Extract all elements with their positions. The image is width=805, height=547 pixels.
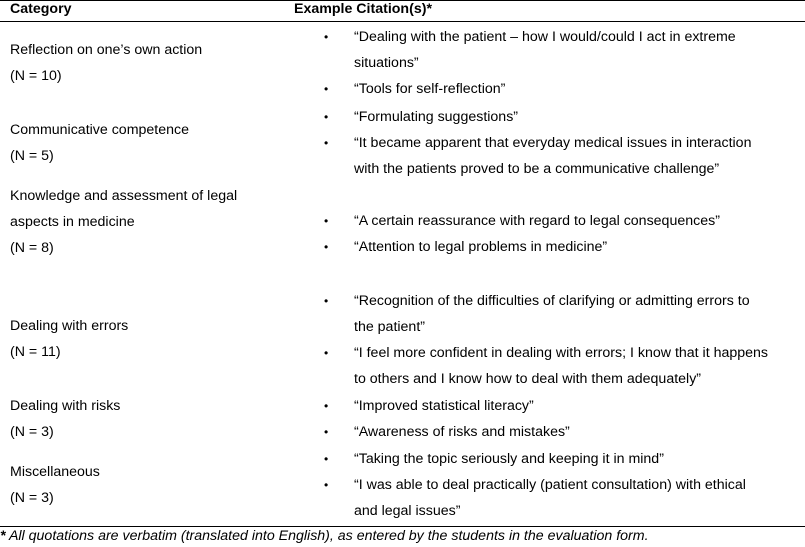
citation-list: • “Taking the topic seriously and keepin… <box>318 446 798 524</box>
category-count: (N = 8) <box>10 240 54 256</box>
citation-item: • “Awareness of risks and mistakes” <box>318 419 798 445</box>
bullet-icon: • <box>324 240 329 254</box>
category-count: (N = 3) <box>10 424 54 440</box>
citation-item: • “Improved statistical literacy” <box>318 393 798 419</box>
bullet-icon: • <box>324 30 329 44</box>
citation-item: • “Recognition of the difficulties of cl… <box>318 288 798 340</box>
citation-line: “Awareness of risks and mistakes” <box>354 424 570 440</box>
table-bottom-rule <box>0 526 805 527</box>
bullet-icon: • <box>324 452 329 466</box>
bullet-icon: • <box>324 136 329 150</box>
citation-line: “Attention to legal problems in medicine… <box>354 239 608 255</box>
footnote-marker: * <box>0 528 6 544</box>
category-name: Miscellaneous <box>10 464 100 480</box>
citation-list: • “Recognition of the difficulties of cl… <box>318 288 798 392</box>
category-name: Dealing with errors <box>10 318 129 334</box>
category-cell: Miscellaneous (N = 3) <box>10 459 100 511</box>
table-footnote: * All quotations are verbatim (translate… <box>0 528 649 544</box>
citation-item: • “It became apparent that everyday medi… <box>318 130 798 182</box>
citation-line: “Recognition of the difficulties of clar… <box>354 293 750 309</box>
citation-list: • “Formulating suggestions” • “It became… <box>318 104 798 182</box>
citation-item: • “Dealing with the patient – how I woul… <box>318 24 798 76</box>
citation-list: • “Improved statistical literacy” • “Awa… <box>318 393 798 445</box>
citation-line: the patient” <box>354 319 425 335</box>
citation-list: • “A certain reassurance with regard to … <box>318 208 798 260</box>
citation-line: situations” <box>354 55 419 71</box>
bullet-icon: • <box>324 110 329 124</box>
category-cell: Knowledge and assessment of legal aspect… <box>10 183 237 261</box>
bullet-icon: • <box>324 82 329 96</box>
citation-item: • “I feel more confident in dealing with… <box>318 340 798 392</box>
category-count: (N = 10) <box>10 68 62 84</box>
citation-item: • “Taking the topic seriously and keepin… <box>318 446 798 472</box>
category-name: Knowledge and assessment of legal <box>10 188 238 204</box>
citation-item: • “Formulating suggestions” <box>318 104 798 130</box>
bullet-icon: • <box>324 399 329 413</box>
citation-line: with the patients proved to be a communi… <box>354 161 720 177</box>
citation-item: • “Tools for self-reflection” <box>318 76 798 102</box>
header-category: Category <box>10 1 72 17</box>
citation-line: and legal issues” <box>354 503 461 519</box>
category-cell: Dealing with risks (N = 3) <box>10 393 120 445</box>
citation-line: “A certain reassurance with regard to le… <box>354 213 720 229</box>
citation-line: “It became apparent that everyday medica… <box>354 135 752 151</box>
bullet-icon: • <box>324 214 329 228</box>
bullet-icon: • <box>324 478 329 492</box>
bullet-icon: • <box>324 346 329 360</box>
header-top-rule <box>0 0 805 1</box>
citation-line: “Formulating suggestions” <box>354 109 519 125</box>
citation-line: “Improved statistical literacy” <box>354 398 534 414</box>
category-name: Communicative competence <box>10 122 189 138</box>
citation-line: to others and I know how to deal with th… <box>354 371 702 387</box>
citation-item: • “I was able to deal practically (patie… <box>318 472 798 524</box>
category-count: (N = 11) <box>10 344 61 360</box>
bullet-icon: • <box>324 294 329 308</box>
category-name: aspects in medicine <box>10 214 135 230</box>
citation-list: • “Dealing with the patient – how I woul… <box>318 24 798 102</box>
citation-line: “Tools for self-reflection” <box>354 81 506 97</box>
category-cell: Reflection on one’s own action (N = 10) <box>10 37 202 89</box>
bullet-icon: • <box>324 425 329 439</box>
category-count: (N = 5) <box>10 148 54 164</box>
header-citations: Example Citation(s)* <box>294 1 432 17</box>
header-bottom-rule <box>0 21 805 22</box>
footnote-text: All quotations are verbatim (translated … <box>5 528 649 544</box>
category-cell: Communicative competence (N = 5) <box>10 117 189 169</box>
citation-line: “I was able to deal practically (patient… <box>354 477 746 493</box>
citation-line: “Taking the topic seriously and keeping … <box>354 451 664 467</box>
category-count: (N = 3) <box>10 490 54 506</box>
citation-item: • “Attention to legal problems in medici… <box>318 234 798 260</box>
category-name: Reflection on one’s own action <box>10 42 203 58</box>
citation-line: “I feel more confident in dealing with e… <box>354 345 769 361</box>
citation-item: • “A certain reassurance with regard to … <box>318 208 798 234</box>
category-name: Dealing with risks <box>10 398 121 414</box>
category-cell: Dealing with errors (N = 11) <box>10 313 128 365</box>
citation-line: “Dealing with the patient – how I would/… <box>354 29 736 45</box>
